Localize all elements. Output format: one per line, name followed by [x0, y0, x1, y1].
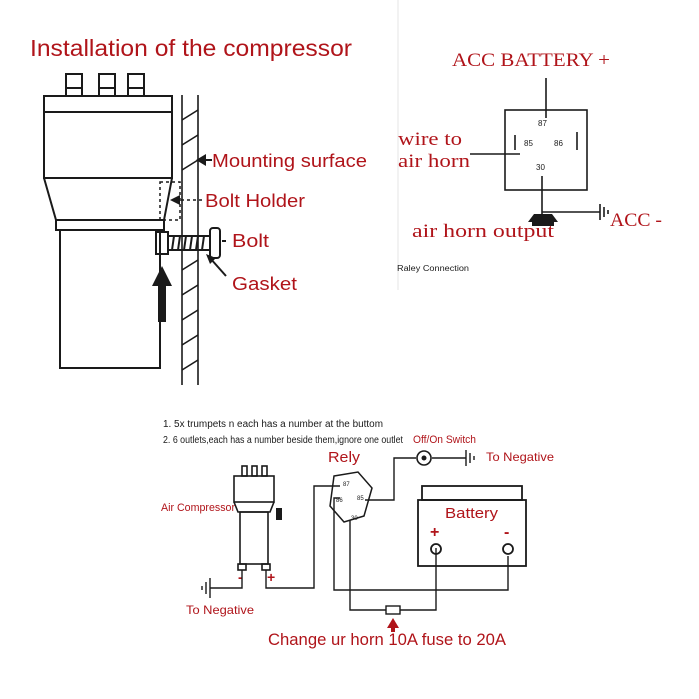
- battery-minus: -: [504, 524, 509, 541]
- mounting-wall: [181, 95, 199, 385]
- note-trumpets: 1. 5x trumpets n each has a number at th…: [163, 419, 383, 430]
- fuse-arrow-stem: [391, 626, 395, 632]
- fuse-arrow: [387, 618, 399, 628]
- compressor-body: [43, 73, 173, 369]
- horn-output-symbol: [528, 214, 558, 222]
- switch-label: Off/On Switch: [413, 434, 476, 446]
- horn-output-base: [532, 222, 554, 226]
- installation-title: Installation of the compressor: [30, 35, 352, 61]
- relay-connection-panel: ACC BATTERY + 87 85 86 30 wire to air ho…: [397, 50, 662, 273]
- bolt-shape: [155, 227, 221, 259]
- wires: [201, 450, 509, 611]
- air-compressor-label: Air Compressor: [161, 502, 235, 514]
- wiring-panel: 1. 5x trumpets n each has a number at th…: [161, 419, 554, 649]
- installation-panel: Installation of the compressor: [30, 35, 367, 385]
- wiring-pin-86: 86: [336, 498, 343, 504]
- compressor-bracket: [276, 508, 282, 520]
- compressor-minus: -: [238, 569, 243, 585]
- relay-pin-30: 30: [536, 163, 545, 172]
- battery-label: Battery: [445, 505, 499, 522]
- relay-pin-87: 87: [538, 119, 547, 128]
- to-negative-left-label: To Negative: [186, 603, 254, 617]
- note-outlets: 2. 6 outlets,each has a number beside th…: [163, 435, 403, 446]
- relay-pin-85: 85: [524, 139, 533, 148]
- relay-box: [470, 78, 609, 220]
- bolt-holder-label: Bolt Holder: [205, 191, 305, 211]
- raley-connection-caption: Raley Connection: [397, 264, 469, 273]
- fuse-symbol: [385, 605, 401, 615]
- wiring-pin-30: 30: [351, 516, 358, 522]
- rely-label: Rely: [328, 449, 361, 466]
- label-arrows: [152, 154, 227, 322]
- fuse-note-label: Change ur horn 10A fuse to 20A: [268, 630, 507, 649]
- battery-plus: +: [430, 524, 439, 541]
- wiring-relay: [329, 471, 373, 523]
- gasket-label: Gasket: [232, 274, 297, 294]
- bolt-label: Bolt: [232, 231, 269, 251]
- air-horn-label: air horn: [398, 151, 471, 172]
- mounting-surface-label: Mounting surface: [212, 151, 367, 171]
- switch-dot: [421, 455, 427, 461]
- compressor-plus: +: [267, 569, 275, 585]
- to-negative-right-label: To Negative: [486, 450, 554, 464]
- wiring-pin-87: 87: [343, 482, 350, 488]
- switch-symbol[interactable]: [416, 450, 432, 466]
- small-compressor: [233, 465, 275, 571]
- wire-to-label: wire to: [398, 129, 462, 150]
- relay-pin-86: 86: [554, 139, 563, 148]
- air-horn-output-label: air horn output: [412, 221, 555, 242]
- battery-symbol: [417, 485, 527, 567]
- wiring-pin-85: 85: [357, 496, 364, 502]
- acc-minus-label: ACC -: [610, 210, 662, 231]
- acc-battery-label: ACC BATTERY +: [452, 50, 610, 71]
